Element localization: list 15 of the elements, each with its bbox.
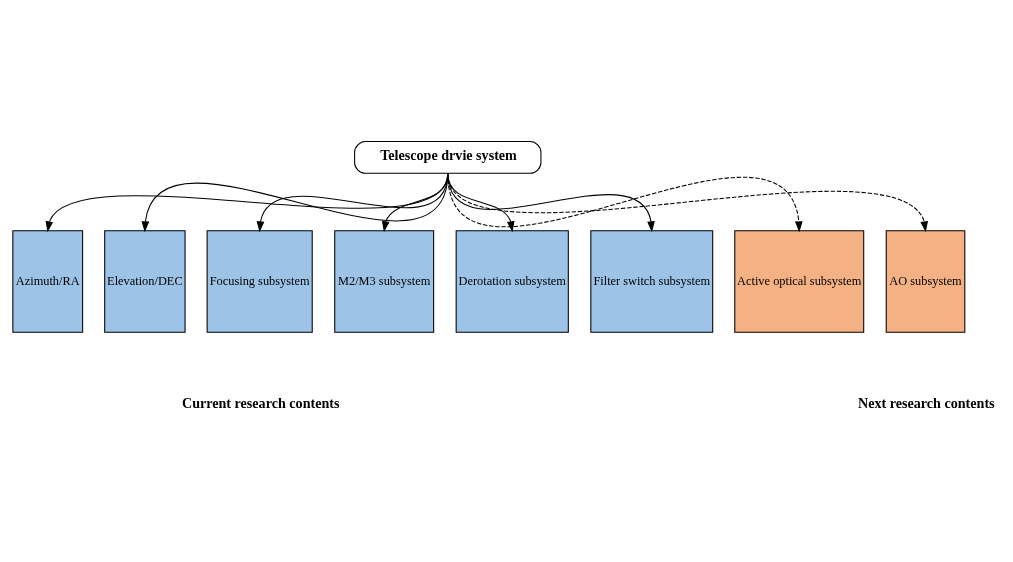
arrow	[447, 172, 655, 232]
node-box: Elevation/DEC	[104, 229, 186, 333]
arrow	[447, 172, 928, 232]
node-box: Derotation subsystem	[455, 229, 569, 333]
node-box: AO subsystem	[885, 229, 966, 333]
arrow	[447, 172, 803, 232]
node-box: Telescope drvie system	[354, 140, 542, 174]
node-box: Filter switch subsystem	[590, 229, 714, 333]
node-box: Azimuth/RA	[12, 229, 84, 333]
arrow	[447, 172, 515, 232]
label: Current research contents	[181, 394, 340, 411]
node-box: Active optical subsystem	[734, 229, 865, 333]
label: Next research contents	[857, 394, 995, 411]
node-box: M2/M3 subsystem	[334, 229, 435, 333]
node-box: Focusing subsystem	[206, 229, 313, 333]
